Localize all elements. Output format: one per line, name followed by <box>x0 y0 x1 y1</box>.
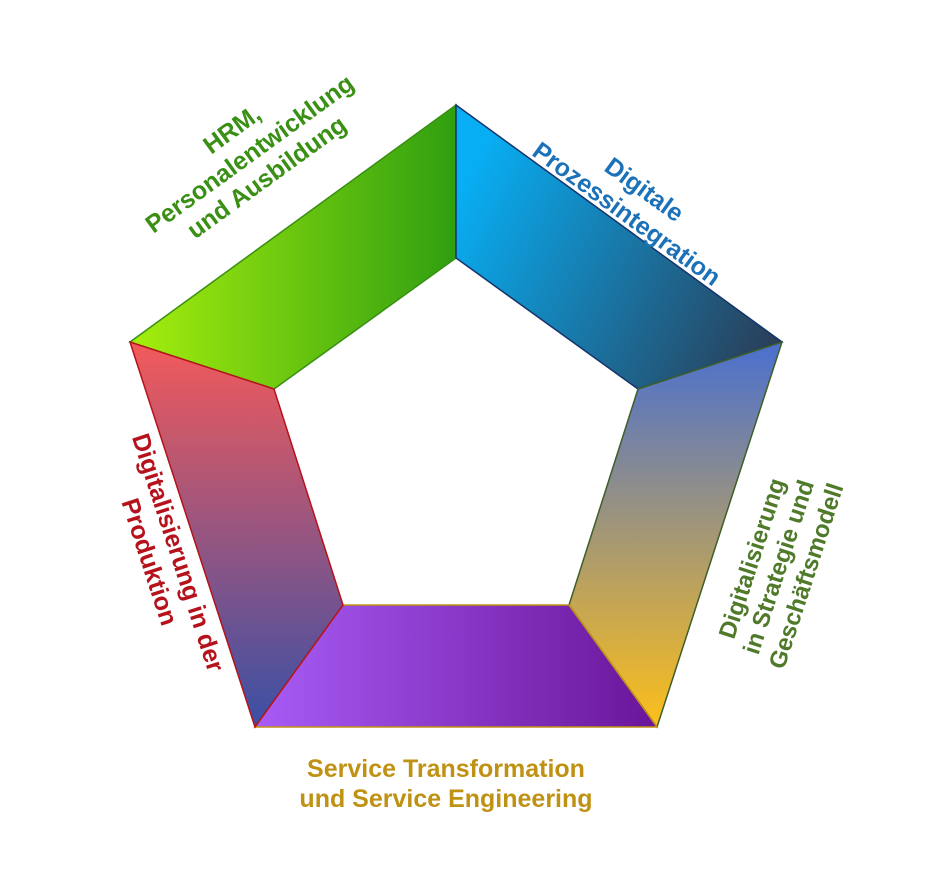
segment-produktion <box>128 340 344 729</box>
label-service-line-2: und Service Engineering <box>299 784 593 813</box>
label-service: Service Transformation und Service Engin… <box>246 755 646 814</box>
label-service-line-1: Service Transformation <box>307 755 585 783</box>
